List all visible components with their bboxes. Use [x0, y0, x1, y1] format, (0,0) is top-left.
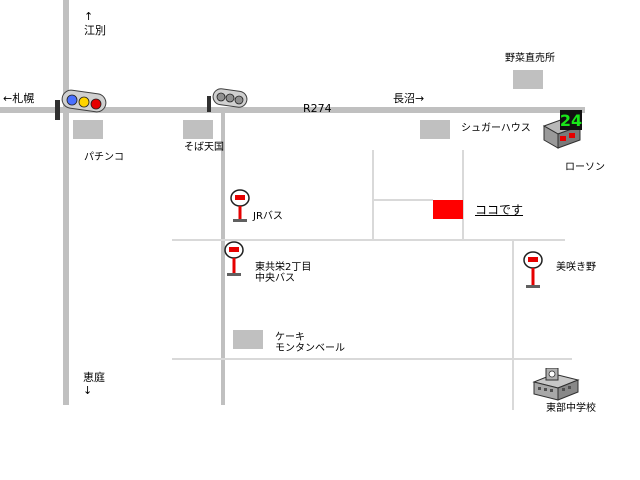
south-direction-label: 恵庭 — [83, 371, 105, 384]
north-arrow: ↑ — [84, 10, 94, 23]
east-direction-label: 長沼→ — [393, 92, 425, 105]
traffic-light-icon — [207, 88, 248, 112]
west-direction-label: ←札幌 — [3, 92, 35, 105]
vegetable-stand-building — [513, 70, 543, 89]
soba-label: そば天国 — [184, 142, 224, 153]
misakino-bus-stop-label: 美咲き野 — [556, 262, 596, 273]
traffic-light-icon — [55, 89, 107, 120]
school-label: 東部中学校 — [546, 403, 596, 414]
destination-marker — [433, 200, 463, 219]
lawson-label: ローソン — [565, 162, 605, 173]
destination-label: ココです — [475, 203, 524, 217]
sugar-house-building — [420, 120, 450, 139]
soba-building — [183, 120, 213, 139]
higashi-kyoei-bus-stop-label: 東共栄2丁目 中央バス — [255, 262, 312, 284]
road-name-label: R274 — [303, 102, 332, 115]
south-arrow: ↓ — [83, 384, 93, 397]
school-icon — [532, 368, 580, 401]
pachinko-label: パチンコ — [84, 152, 124, 163]
vegetable-stand-label: 野菜直売所 — [505, 53, 555, 64]
cake-shop-building — [233, 330, 263, 349]
minor-roads — [172, 150, 572, 410]
lawson-sign-text: 24 — [560, 111, 582, 130]
bus-stop-icon — [523, 251, 543, 288]
jr-bus-stop-label: JRバス — [253, 211, 283, 222]
sugar-house-label: シュガーハウス — [461, 123, 531, 134]
bus-stop-icon — [224, 241, 244, 276]
cake-shop-label: ケーキ モンタンベール — [275, 332, 345, 354]
convenience-store-icon: 24 — [542, 110, 582, 149]
bus-stop-icon — [230, 189, 250, 222]
pachinko-building — [73, 120, 103, 139]
north-direction-label: 江別 — [84, 24, 106, 37]
